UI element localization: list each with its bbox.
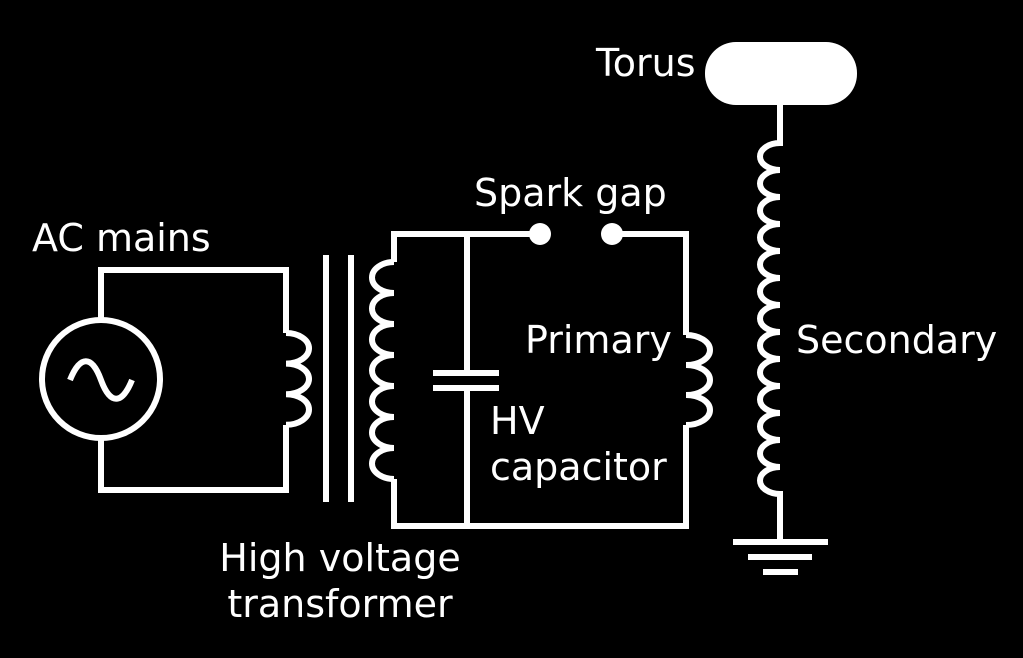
- torus: [705, 42, 857, 105]
- primary-coil: [685, 332, 713, 428]
- hv-capacitor-label-line2: capacitor: [490, 445, 667, 489]
- secondary-label: Secondary: [796, 318, 998, 362]
- ac-mains-label: AC mains: [32, 216, 211, 260]
- hv-capacitor: [433, 234, 499, 526]
- transformer-secondary-coil: [369, 259, 395, 482]
- hv-capacitor-label-line1: HV: [490, 399, 545, 443]
- spark-gap: [529, 223, 623, 245]
- primary-label: Primary: [525, 318, 672, 362]
- transformer-core: [323, 255, 354, 502]
- ac-source: [39, 317, 163, 441]
- transformer-primary-coil: [285, 330, 312, 428]
- transformer-label-line2: transformer: [227, 582, 453, 626]
- spark-gap-label: Spark gap: [474, 171, 667, 215]
- torus-label: Torus: [596, 41, 696, 85]
- secondary-coil: [757, 105, 783, 542]
- transformer-label-line1: High voltage: [219, 536, 461, 580]
- tank-circuit-wire: [391, 231, 689, 529]
- ac-mains-wire: [98, 267, 289, 493]
- ground-symbol: [733, 539, 828, 575]
